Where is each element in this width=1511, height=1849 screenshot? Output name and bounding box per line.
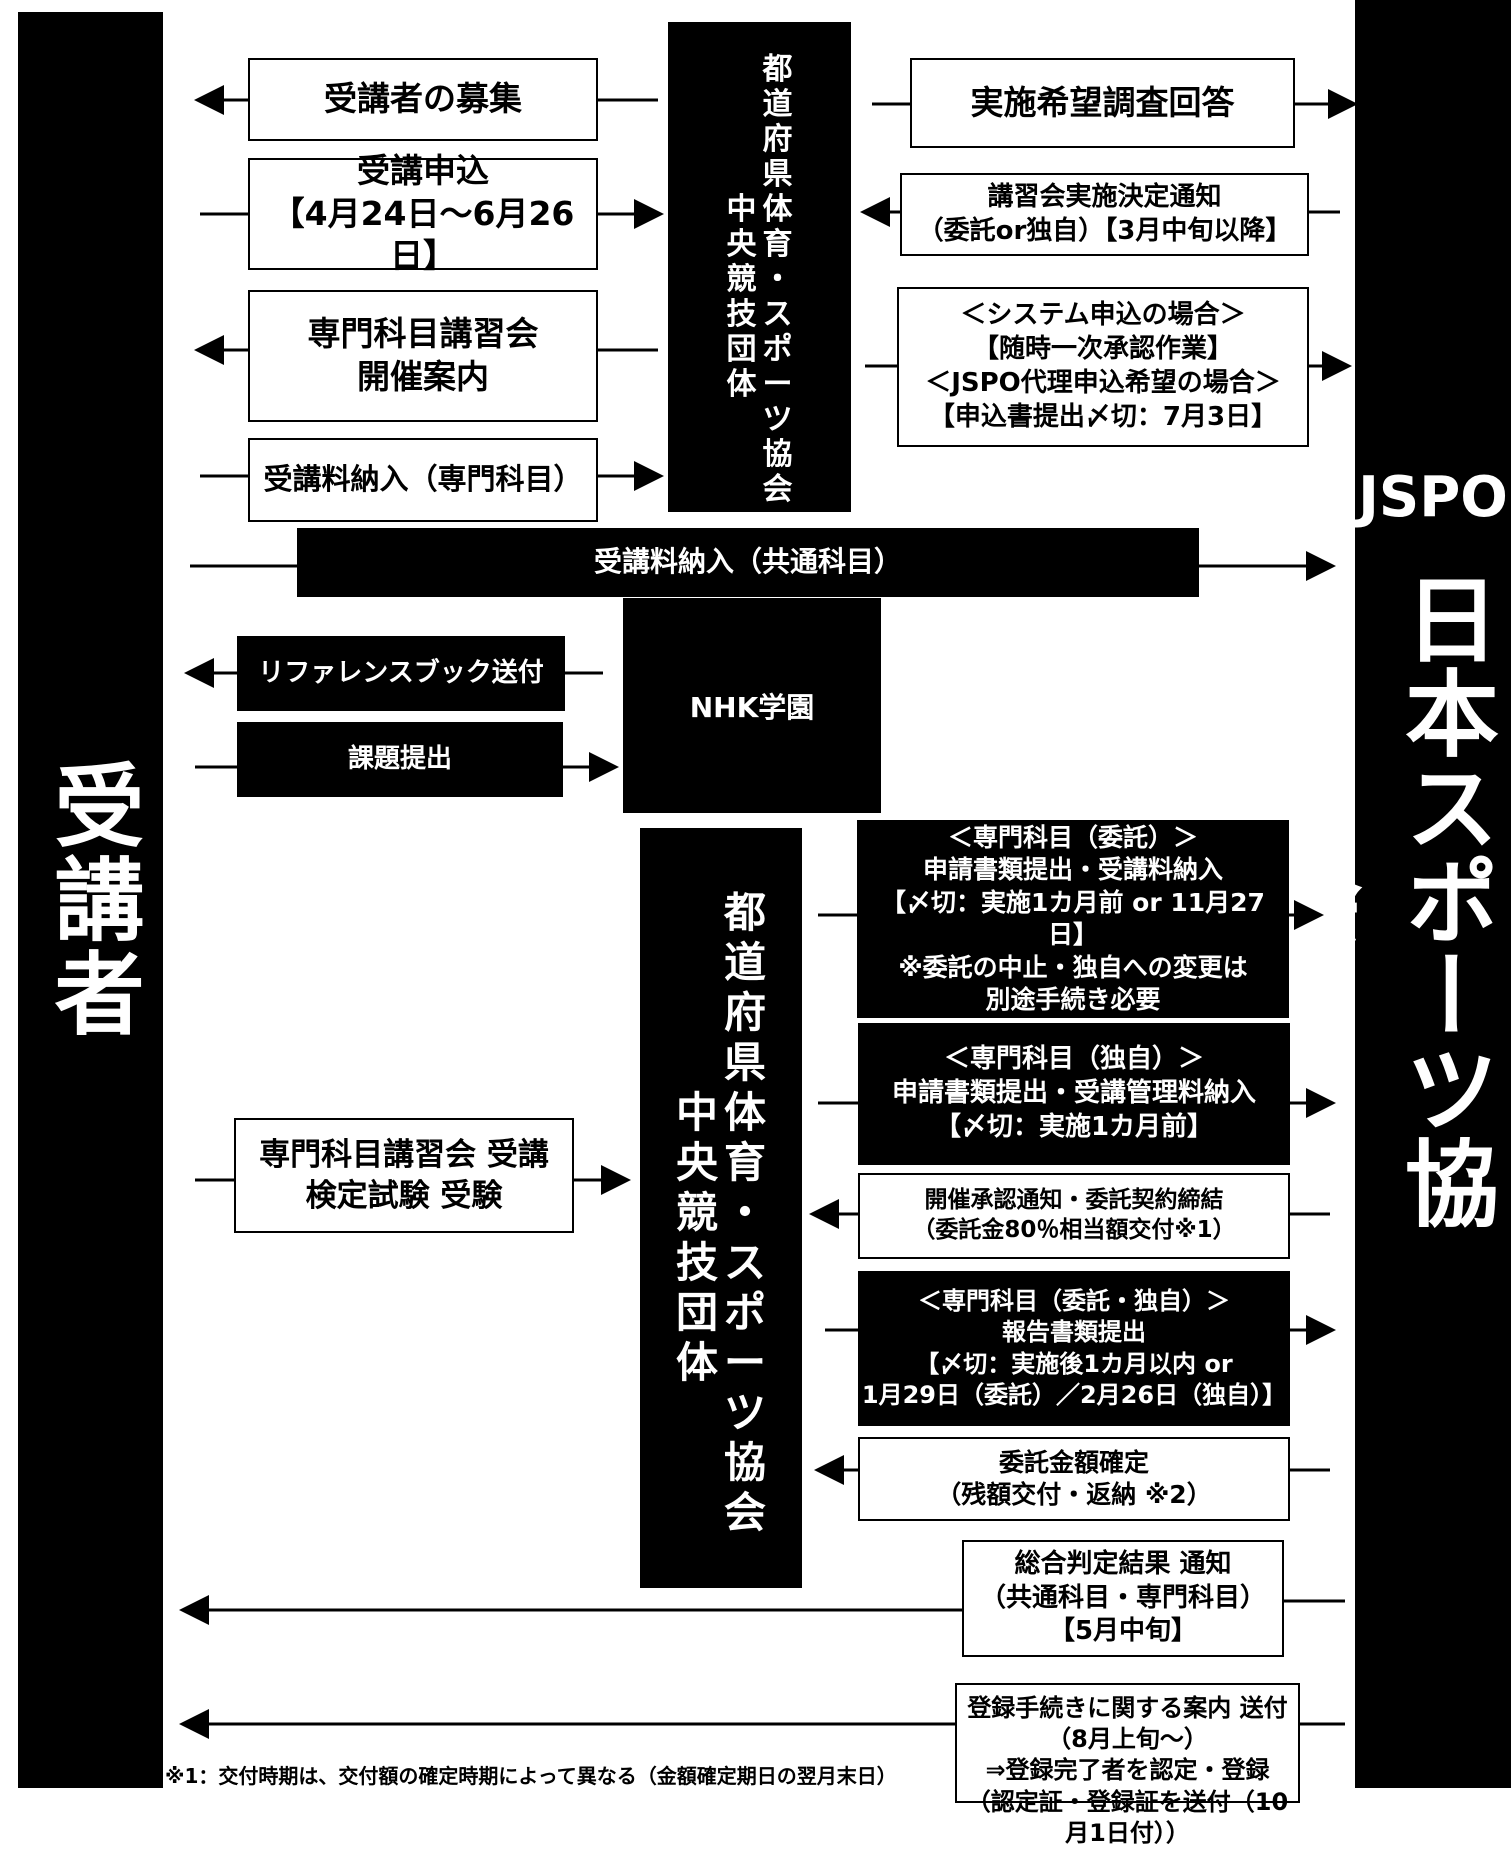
- survey-answer-box: 実施希望調査回答: [910, 58, 1295, 148]
- org-lower-line2-char: 央: [675, 1138, 718, 1187]
- nhk-label: NHK学園: [689, 690, 815, 724]
- org-lower-line1-char: ポ: [724, 1288, 767, 1337]
- org-lower-line2-char: 団: [675, 1288, 718, 1337]
- approval-notice-box: 開催承認通知・委託契約締結 （委託金80％相当額交付※1）: [858, 1173, 1290, 1259]
- flow-arrows: [179, 85, 1358, 1739]
- recruit-box: 受講者の募集: [248, 58, 598, 141]
- org-lower-line1-char: 会: [724, 1488, 767, 1537]
- org-lower-line1-char: ス: [724, 1238, 767, 1287]
- reference-book-box: リファレンスブック送付: [237, 636, 565, 711]
- org-lower-line1: 都道府県体育・スポーツ協会: [724, 888, 766, 1588]
- result-notice-box: 総合判定結果 通知 （共通科目・専門科目） 【5月中旬】: [962, 1540, 1284, 1657]
- org-upper-line2: 中央競技団体: [727, 52, 757, 512]
- jspo-bar: JSPO 日本スポーツ協会: [1253, 0, 1511, 1788]
- consign-application-box: ＜専門科目（委託）＞ 申請書類提出・受講料納入 【〆切：実施1カ月前 or 11…: [857, 820, 1289, 1018]
- org-upper-line1-char: 会: [762, 472, 793, 507]
- prefecture-org-upper: 都道府県体育・スポーツ協会 中央競技団体: [668, 22, 851, 512]
- org-lower-line2-char: 技: [675, 1238, 718, 1287]
- settlement-box: 委託金額確定 （残額交付・返納 ※2）: [858, 1437, 1290, 1521]
- org-upper-line1: 都道府県体育・スポーツ協会: [763, 52, 793, 512]
- org-upper-line1-char: ポ: [762, 332, 793, 367]
- trainee-label: 受講者: [38, 759, 144, 1041]
- org-upper-line2-char: 中: [726, 192, 757, 227]
- org-upper-line1-char: ス: [762, 297, 793, 332]
- org-upper-line1-char: 道: [762, 87, 793, 122]
- footnote: ※1：交付時期は、交付額の確定時期によって異なる（金額確定期日の翌月末日）: [165, 1764, 897, 1788]
- own-application-box: ＜専門科目（独自）＞ 申請書類提出・受講管理料納入 【〆切：実施1カ月前】: [858, 1023, 1290, 1165]
- org-upper-line2-char: 央: [726, 227, 757, 262]
- org-lower-line1-char: ー: [724, 1338, 767, 1387]
- org-upper-line1-char: 府: [762, 122, 793, 157]
- org-lower-line2-char: 競: [675, 1188, 718, 1237]
- org-upper-line1-char: 体: [762, 192, 793, 227]
- org-lower-line2: 中央競技団体: [676, 888, 718, 1588]
- org-upper-line1-char: ・: [762, 262, 793, 297]
- decision-notice-box: 講習会実施決定通知 （委託or独自）【3月中旬以降】: [900, 173, 1309, 256]
- guide-box: 専門科目講習会 開催案内: [248, 290, 598, 422]
- jspo-abbr: JSPO: [1358, 465, 1508, 530]
- exam-box: 専門科目講習会 受講 検定試験 受験: [234, 1118, 574, 1233]
- prefecture-org-lower: 都道府県体育・スポーツ協会 中央競技団体: [640, 828, 802, 1588]
- org-lower-line1-char: 育: [724, 1138, 767, 1187]
- assignment-box: 課題提出: [237, 722, 563, 797]
- org-upper-line1-char: 県: [762, 157, 793, 192]
- trainee-bar: 受講者: [18, 12, 163, 1788]
- org-upper-line1-char: 育: [762, 227, 793, 262]
- org-lower-line1-char: 体: [724, 1088, 767, 1137]
- org-upper-line2-char: 競: [726, 262, 757, 297]
- org-upper-line1-char: 都: [762, 52, 793, 87]
- org-upper-line2-char: 団: [726, 332, 757, 367]
- org-lower-line1-char: 協: [724, 1438, 767, 1487]
- nhk-gakuen-block: NHK学園: [623, 598, 881, 813]
- org-lower-line2-char: 体: [675, 1338, 718, 1387]
- org-lower-line1-char: ツ: [724, 1388, 767, 1437]
- common-fee-bar: 受講料納入（共通科目）: [297, 528, 1199, 597]
- org-upper-line1-char: ツ: [762, 402, 793, 437]
- system-application-box: ＜システム申込の場合＞ 【随時一次承認作業】 ＜JSPO代理申込希望の場合＞ 【…: [897, 287, 1309, 447]
- special-fee-box: 受講料納入（専門科目）: [248, 438, 598, 522]
- apply-box: 受講申込 【4月24日〜6月26日】: [248, 151, 598, 275]
- org-lower-line1-char: 府: [724, 988, 767, 1037]
- org-lower-line1-char: 県: [724, 1038, 767, 1087]
- org-upper-line2-char: 技: [726, 297, 757, 332]
- org-upper-line1-char: ー: [762, 367, 793, 402]
- org-lower-line1-char: 都: [724, 888, 767, 937]
- org-upper-line1-char: 協: [762, 437, 793, 472]
- org-lower-line2-char: 中: [675, 1088, 718, 1137]
- org-lower-line1-char: ・: [724, 1188, 767, 1237]
- report-submission-box: ＜専門科目（委託・独自）＞ 報告書類提出 【〆切：実施後1カ月以内 or 1月2…: [858, 1271, 1290, 1426]
- org-lower-line1-char: 道: [724, 938, 767, 987]
- org-upper-line2-char: 体: [726, 367, 757, 402]
